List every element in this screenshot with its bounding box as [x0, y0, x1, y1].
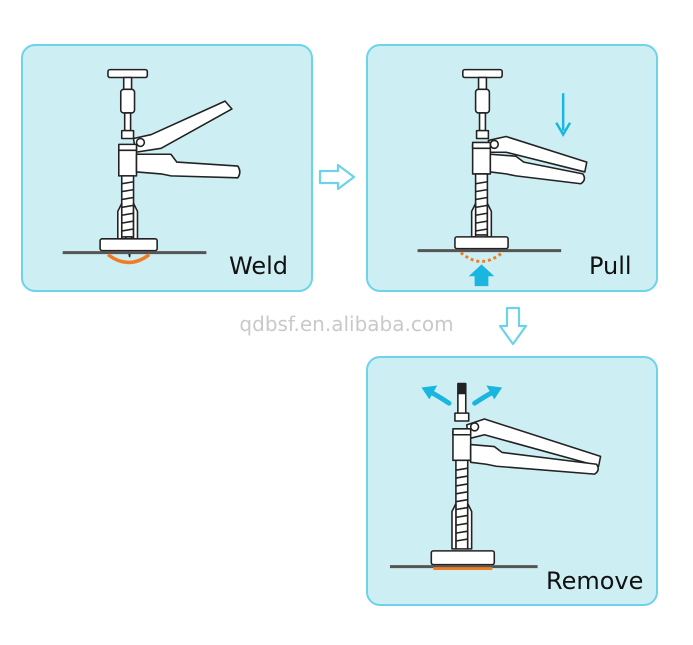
- hollow-arrow-down-icon: [498, 306, 528, 346]
- up-arrow-icon: [468, 264, 495, 287]
- hollow-arrow-right-icon: [318, 163, 356, 191]
- step-panel-weld: Weld: [21, 44, 313, 292]
- step-label-weld: Weld: [229, 252, 288, 280]
- step-label-remove: Remove: [546, 567, 644, 595]
- step-panel-pull: Pull: [366, 44, 658, 292]
- stud-puller-tool-icon: [417, 68, 588, 287]
- down-arrow-icon: [555, 93, 572, 137]
- step-label-pull: Pull: [589, 252, 632, 280]
- stud-remover-tool-icon: [389, 382, 602, 571]
- step-panel-remove: Remove: [366, 356, 658, 606]
- watermark-text: qdbsf.en.alibaba.com: [239, 312, 454, 336]
- stud-welder-tool-icon: [62, 68, 241, 265]
